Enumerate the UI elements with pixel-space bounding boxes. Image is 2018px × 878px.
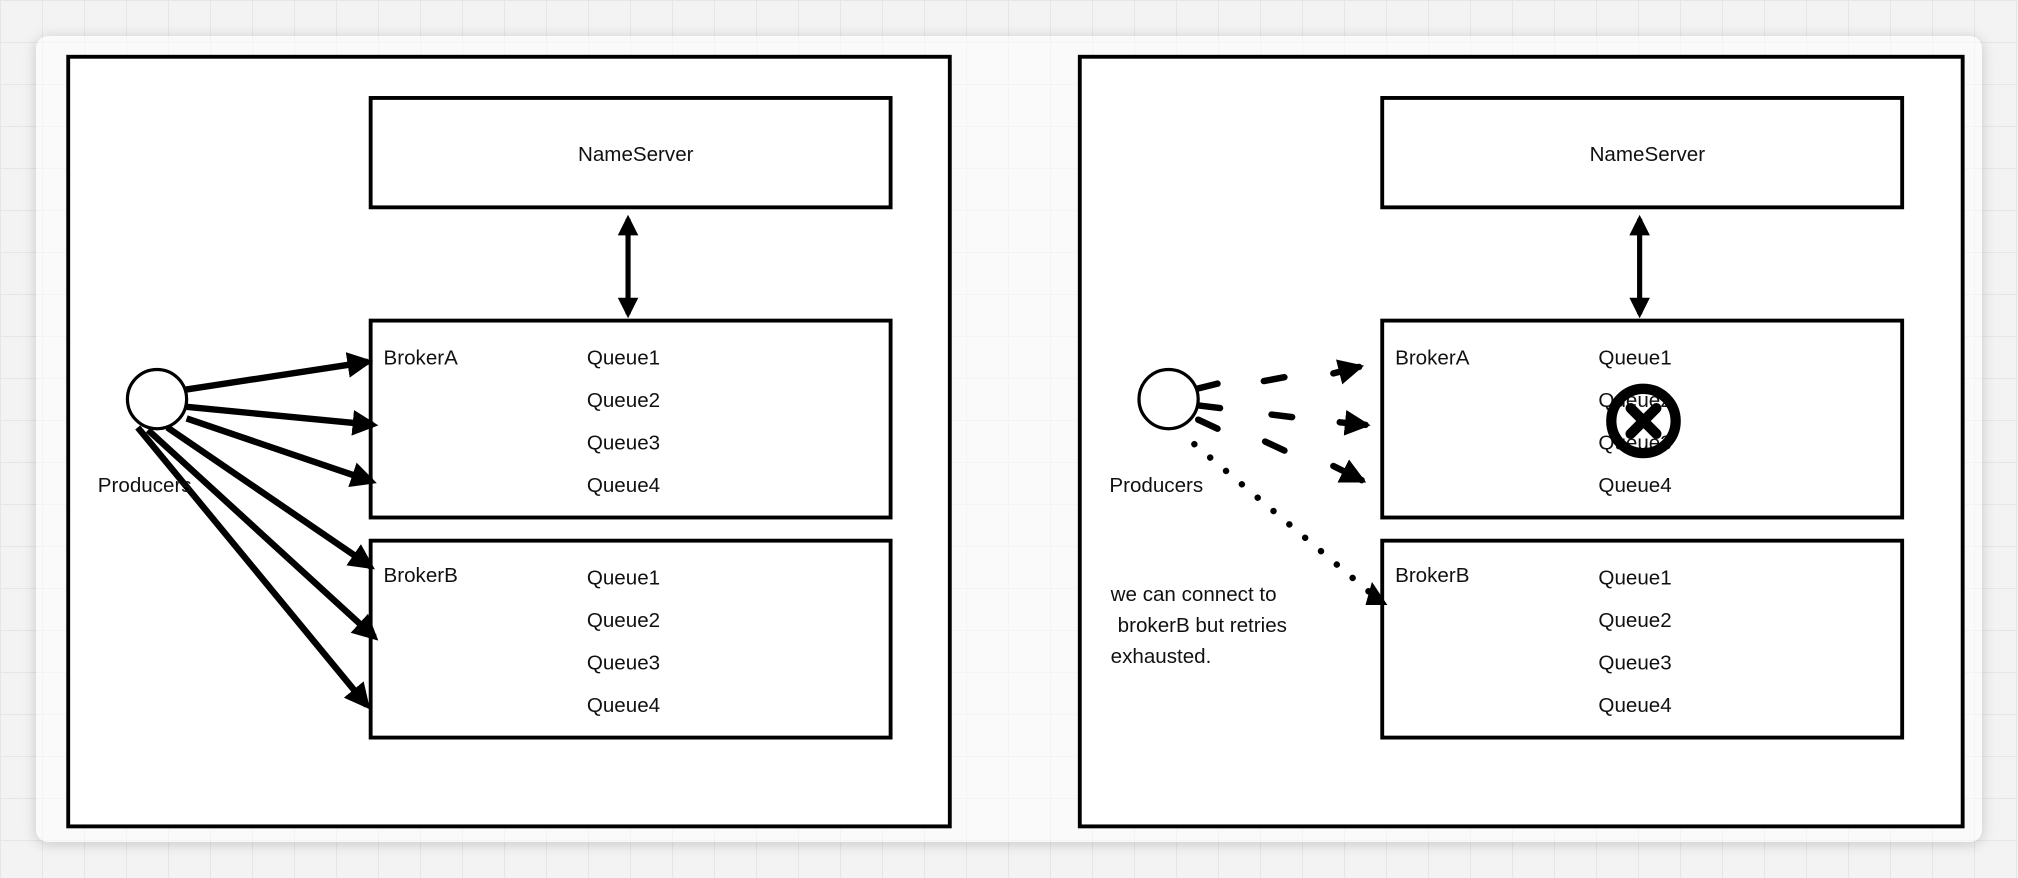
queue-label: Queue3 (587, 431, 660, 454)
broker-b-box[interactable]: BrokerB Queue1 Queue2 Queue3 Queue4 (1380, 538, 1905, 740)
queue-label: Queue1 (587, 346, 660, 369)
queue-label: Queue3 (1598, 651, 1671, 674)
producer-arrows (135, 352, 379, 710)
queue-label: Queue3 (587, 651, 660, 674)
broker-a-label: BrokerA (1395, 346, 1470, 369)
broker-a-box[interactable]: BrokerA Queue1 Queue2 Queue3 Queue4 (1380, 318, 1905, 520)
dotted-retry-arrow (1191, 440, 1381, 602)
producer-node[interactable] (125, 367, 189, 431)
note-line: exhausted. (1111, 645, 1212, 668)
nameserver-label: NameServer (578, 143, 694, 166)
broker-a-label: BrokerA (384, 346, 459, 369)
arrow (145, 427, 379, 641)
arrow (185, 415, 377, 488)
producer-label: Producers (98, 474, 192, 497)
note-line: brokerB but retries (1112, 614, 1287, 637)
failed-dashed-arrows (1193, 359, 1371, 484)
x-circle-icon (1606, 383, 1681, 459)
left-panel: NameServer BrokerA Queue1 Queue2 Queue3 … (66, 54, 952, 829)
broker-b-box[interactable]: BrokerB Queue1 Queue2 Queue3 Queue4 (368, 538, 893, 740)
note-line: we can connect to (1110, 583, 1277, 606)
queue-label: Queue1 (1598, 346, 1671, 369)
right-panel: NameServer BrokerA Queue1 Queue2 Queue3 … (1077, 54, 1965, 829)
queue-label: Queue4 (587, 474, 660, 497)
queue-label: Queue2 (587, 389, 660, 412)
queue-label: Queue2 (1598, 609, 1671, 632)
queue-label: Queue2 (587, 609, 660, 632)
arrowhead (1365, 581, 1388, 606)
broker-b-label: BrokerB (1395, 564, 1469, 587)
broker-a-box[interactable]: BrokerA Queue1 Queue2 Queue3 Queue4 (368, 318, 893, 520)
arrow (165, 424, 375, 570)
queue-label: Queue4 (587, 694, 660, 717)
queue-label: Queue4 (1598, 474, 1671, 497)
arrow (135, 425, 371, 710)
nameserver-box[interactable]: NameServer (368, 96, 893, 210)
queue-label: Queue4 (1598, 694, 1671, 717)
nameserver-box[interactable]: NameServer (1380, 96, 1905, 210)
nameserver-label: NameServer (1590, 143, 1706, 166)
queue-label: Queue1 (1598, 566, 1671, 589)
producer-label: Producers (1109, 474, 1203, 497)
arrow (186, 403, 379, 436)
broker-b-label: BrokerB (384, 564, 458, 587)
queue-label: Queue1 (587, 566, 660, 589)
arrow (182, 352, 374, 394)
producer-node[interactable] (1137, 367, 1200, 431)
